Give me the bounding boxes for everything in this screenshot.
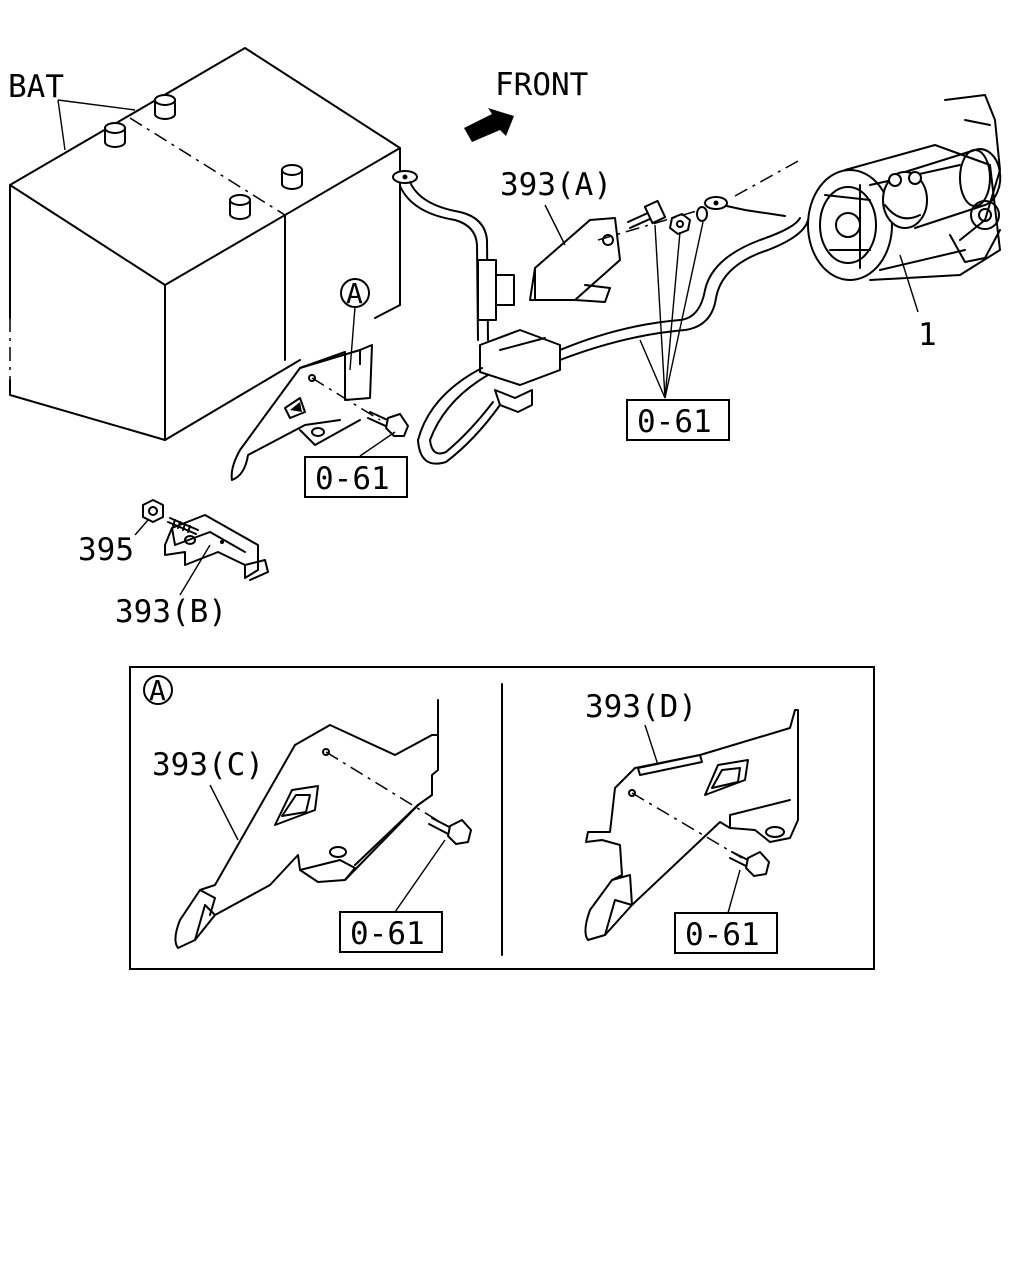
bracket-c-label: 393(C)	[152, 747, 264, 783]
battery-terminal	[281, 164, 303, 190]
starter-label: 1	[918, 317, 937, 353]
front-label: FRONT	[495, 67, 588, 103]
bracket-a-label: 393(A)	[500, 167, 612, 203]
battery-terminal	[104, 122, 126, 148]
battery-label: BAT	[8, 69, 64, 105]
starter-nut	[669, 213, 691, 235]
bracket-b-label: 393(B)	[115, 594, 227, 630]
inset-d-bolt	[729, 851, 770, 877]
inset-d-callout-box	[674, 912, 778, 954]
battery-cable	[392, 159, 841, 465]
front-arrow-icon	[464, 108, 514, 142]
inset-d-callout: 0-61	[685, 917, 760, 953]
detail-a-inset: A 393(C) 0-61	[129, 666, 875, 970]
battery-assembly	[9, 47, 401, 441]
battery-bracket-callout-box	[304, 456, 408, 498]
inset-c-callout-box	[339, 911, 443, 953]
detail-a-label: A	[346, 277, 363, 310]
inset-c-callout: 0-61	[350, 916, 425, 952]
inset-ref-label: A	[149, 674, 166, 707]
starter-bolts-callout: 0-61	[637, 404, 712, 440]
nut-label: 395	[78, 532, 134, 568]
battery-terminal	[154, 94, 176, 120]
bracket-393d	[584, 709, 799, 941]
bracket-393c	[174, 699, 439, 949]
starter-bolt	[627, 199, 667, 229]
starter-washer	[696, 206, 708, 222]
bracket-d-label: 393(D)	[585, 689, 697, 725]
bracket-393a	[529, 217, 621, 303]
bracket-393b	[164, 514, 269, 581]
inset-ref-circle	[143, 675, 173, 705]
battery-terminal	[229, 194, 251, 220]
battery-bracket	[230, 344, 373, 481]
inset-c-bolt	[428, 817, 472, 845]
battery-bracket-bolt	[367, 411, 409, 437]
nut-395	[142, 499, 164, 523]
starter-bolts-callout-box	[626, 399, 730, 441]
battery-bracket-callout: 0-61	[315, 461, 390, 497]
starter-motor	[807, 94, 1002, 281]
